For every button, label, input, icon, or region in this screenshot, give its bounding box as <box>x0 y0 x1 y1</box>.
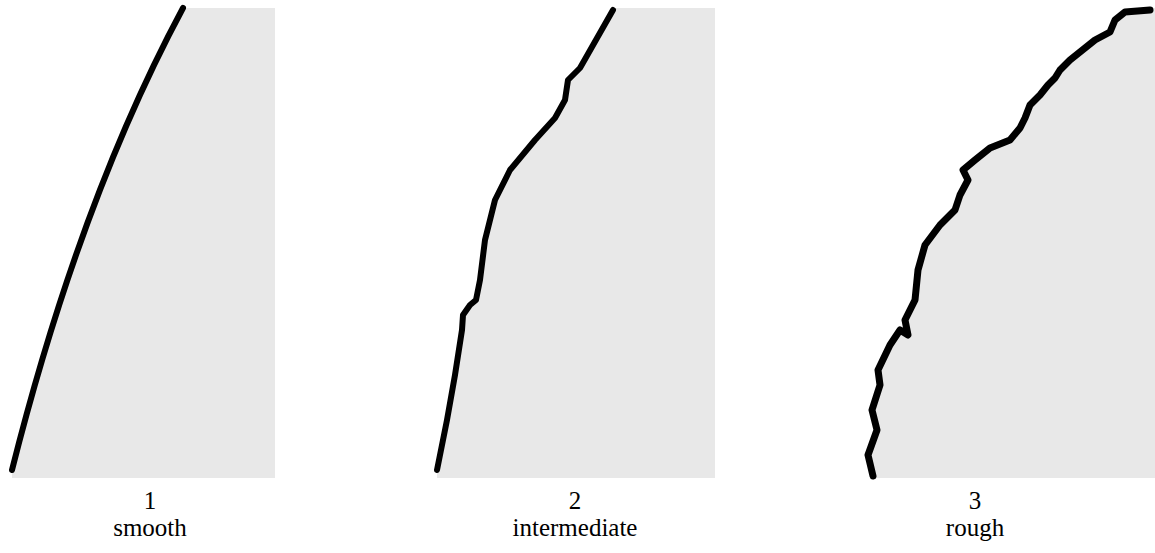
panel-number: 1 <box>144 488 157 513</box>
panel-number: 3 <box>969 488 982 513</box>
panel-number: 2 <box>569 488 582 513</box>
grey-region <box>12 8 275 478</box>
rough-boundary <box>868 10 1150 476</box>
grey-region <box>868 8 1155 478</box>
smooth-boundary <box>12 8 183 470</box>
panel-caption: rough <box>946 515 1004 540</box>
grey-region <box>437 8 715 478</box>
panel-caption: intermediate <box>513 515 638 540</box>
panel-caption: smooth <box>113 515 187 540</box>
intermediate-boundary <box>437 10 613 470</box>
